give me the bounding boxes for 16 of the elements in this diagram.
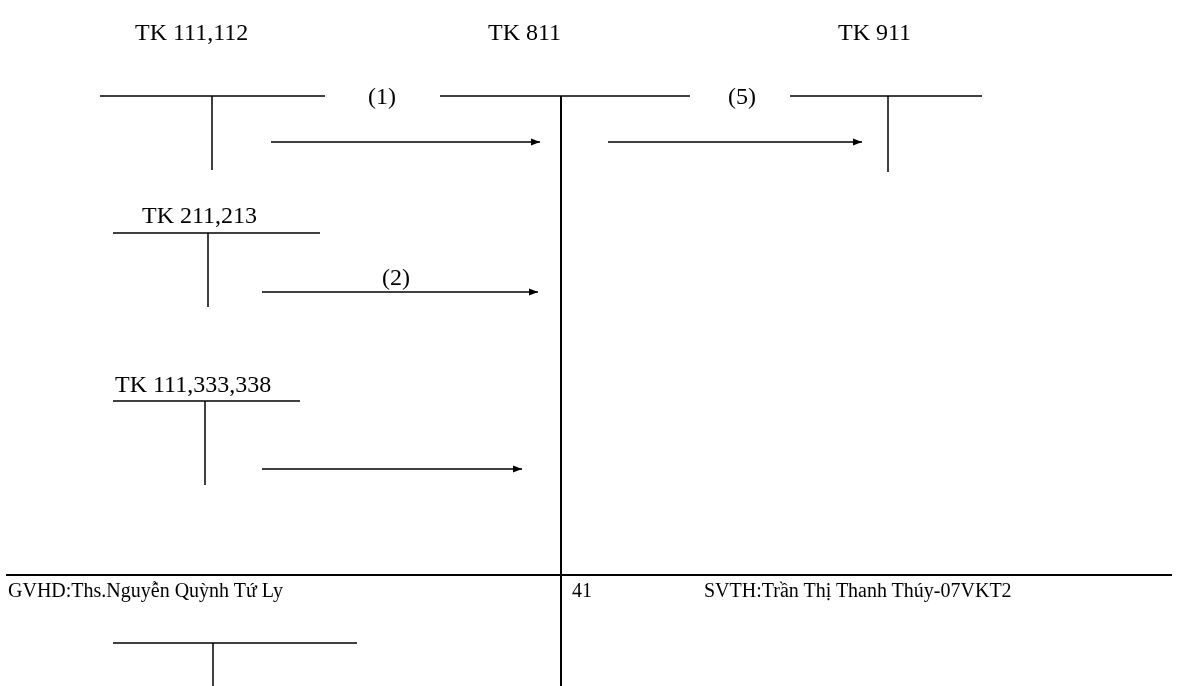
- footer-text: GVHD:Ths.Nguyễn Quỳnh Tứ Ly: [6, 580, 285, 600]
- account-title: TK 111,333,338: [115, 372, 272, 396]
- arrow: [261, 465, 523, 473]
- account-title: TK 211,213: [142, 203, 258, 227]
- arrow: [261, 288, 539, 296]
- account-title: TK 811: [488, 20, 562, 44]
- entry-number: (5): [726, 84, 758, 108]
- account-title: TK 111,112: [135, 20, 249, 44]
- entry-number: (1): [366, 84, 398, 108]
- t-account: [113, 643, 357, 686]
- arrow: [270, 138, 541, 146]
- arrow: [607, 138, 863, 146]
- page-number: 41: [570, 580, 594, 600]
- account-title: TK 911: [838, 20, 912, 44]
- edge-label: (2): [380, 265, 412, 289]
- footer-text: SVTH:Trần Thị Thanh Thúy-07VKT2: [702, 580, 1014, 600]
